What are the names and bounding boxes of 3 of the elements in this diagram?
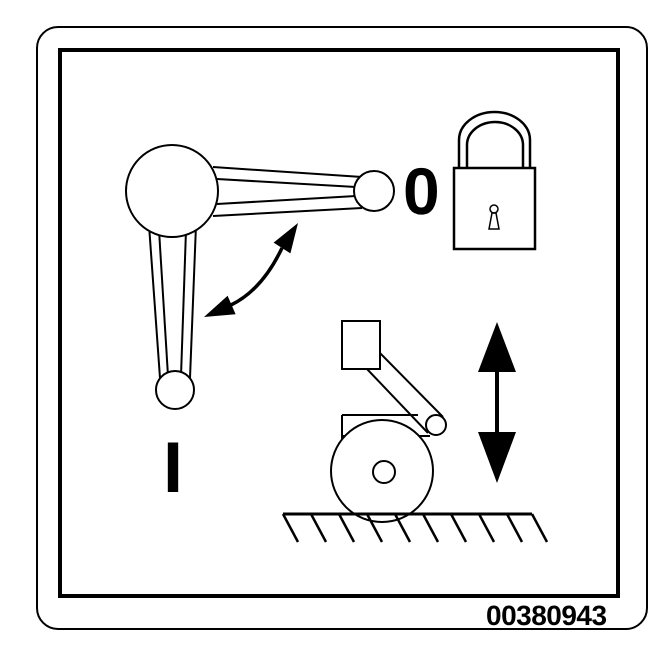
- part-number: 00380943: [486, 605, 607, 627]
- position-label: I: [163, 440, 184, 496]
- position-label: 0: [403, 166, 440, 216]
